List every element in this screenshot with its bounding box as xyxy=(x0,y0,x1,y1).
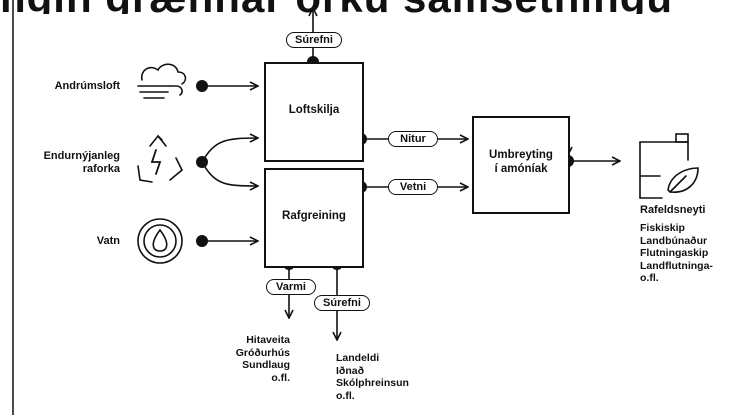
oxygen-use-item: Skólphreinsun xyxy=(336,377,409,389)
input-water-label: Vatn xyxy=(96,235,120,247)
fuel-pump-leaf-icon xyxy=(639,133,699,199)
fuel-use-item: Fiskiskip xyxy=(640,222,685,234)
fuel-uses-list: Fiskiskip Landbúnaður Flutningaskip Land… xyxy=(640,222,713,285)
air-separation-label: Loftskilja xyxy=(288,104,340,116)
recycle-bolt-icon xyxy=(137,134,183,183)
ammonia-label-line1: Umbreyting xyxy=(489,149,553,161)
fuel-title: Rafeldsneyti xyxy=(640,204,706,216)
power-split-arrows xyxy=(201,138,258,186)
ammonia-label: Umbreyting í amóníak xyxy=(472,148,570,176)
oxygen-use-item: o.fl. xyxy=(336,389,355,402)
input-air-label: Andrúmsloft xyxy=(54,80,120,92)
input-renewable-label: Endurnýjanleg raforka xyxy=(30,150,120,176)
electrolysis-box xyxy=(264,168,364,268)
heat-pill: Varmi xyxy=(266,279,316,295)
ammonia-box xyxy=(472,116,570,214)
input-renewable-line2: raforka xyxy=(82,163,120,175)
nitrogen-pill: Nitur xyxy=(388,131,438,147)
heat-uses-list: Hitaveita Gróðurhús Sundlaug o.fl. xyxy=(222,334,290,384)
ammonia-label-line2: í amóníak xyxy=(494,163,548,175)
fuel-use-item: Flutningaskip xyxy=(640,247,709,259)
oxygen-uses-list: Landeldi Iðnað Skólphreinsun o.fl. xyxy=(336,352,409,402)
oxygen-top-pill: Súrefni xyxy=(286,32,342,48)
oxygen-use-item: Iðnað xyxy=(336,364,364,377)
fuel-use-item: o.fl. xyxy=(640,272,659,284)
heat-use-item: Hitaveita xyxy=(246,334,290,346)
air-separation-box xyxy=(264,62,364,162)
fuel-use-item: Landflutninga- xyxy=(640,259,713,272)
electrolysis-label: Rafgreining xyxy=(282,210,346,222)
heat-use-item: Gróðurhús xyxy=(235,346,290,359)
heat-use-item: o.fl. xyxy=(271,371,290,384)
heat-use-item: Sundlaug xyxy=(242,359,290,371)
water-drop-icon xyxy=(137,218,183,264)
input-renewable-line1: Endurnýjanleg xyxy=(43,150,120,162)
header-fragment: ngin grænnar orku samsetningu xyxy=(0,0,749,14)
oxygen-bottom-pill: Súrefni xyxy=(314,295,370,311)
hydrogen-pill: Vetni xyxy=(388,179,438,195)
fuel-use-item: Landbúnaður xyxy=(640,234,708,247)
wind-icon xyxy=(137,63,187,99)
oxygen-use-item: Landeldi xyxy=(336,352,380,364)
